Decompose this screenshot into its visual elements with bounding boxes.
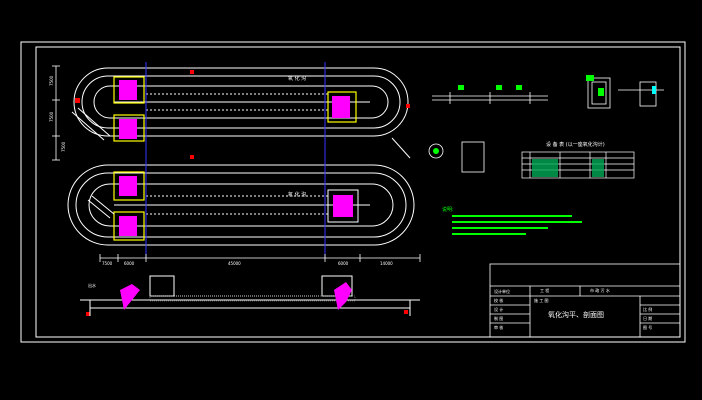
- title-block-row: 审 核: [494, 324, 503, 330]
- outer-frame: [20, 41, 686, 343]
- marker-red: [404, 310, 408, 314]
- vertical-dimension: 7500: [49, 75, 54, 86]
- lower-oxidation-ditch: [67, 164, 415, 246]
- section-hatch: [149, 295, 356, 302]
- aerator-rotor: [119, 80, 137, 100]
- detail-b-highlight: [586, 75, 594, 81]
- title-block-side: 比 例: [643, 306, 652, 312]
- aerator-rotor: [333, 195, 353, 217]
- aerator-rotor: [119, 216, 137, 236]
- upper-ditch-label: 氧 化 沟: [288, 75, 306, 82]
- aerator-frame: [327, 91, 357, 123]
- detail-a-highlight: [458, 85, 464, 90]
- title-block-row: 制 图: [494, 315, 503, 321]
- title-block-row: 设 计: [494, 306, 503, 312]
- aerator-frame: [113, 211, 145, 241]
- marker-red: [190, 70, 194, 74]
- aerator-rotor: [119, 176, 137, 196]
- detail-section-a: [432, 92, 548, 104]
- title-block-project: 市 政 污 水: [590, 287, 610, 293]
- outlet-label: 出水: [88, 282, 96, 288]
- dimension-right-2: 14000: [380, 261, 393, 266]
- detail-section-c: [428, 141, 485, 173]
- vertical-dimension: 7500: [61, 141, 66, 152]
- equipment-table-fill: [532, 159, 558, 177]
- marker-red: [406, 104, 410, 108]
- equipment-table-title: 设 备 表 (以一座氧化沟计): [546, 141, 605, 148]
- detail-a-highlight: [496, 85, 502, 90]
- bottom-dimension-line: [99, 254, 421, 262]
- detail-b-highlight: [598, 88, 604, 96]
- title-block-row: 设计单位: [494, 288, 510, 294]
- dimension-left-2: 6000: [124, 261, 135, 266]
- title-block-side: 日 期: [643, 315, 652, 321]
- aerator-rotor: [119, 119, 137, 139]
- inner-frame: [35, 46, 681, 338]
- title-block-stage: 施 工 图: [534, 297, 549, 303]
- title-block: [489, 263, 681, 338]
- aerator-frame: [327, 189, 359, 223]
- detail-section-b: [587, 77, 664, 109]
- vertical-dimension: 7500: [49, 111, 54, 122]
- detail-b-highlight: [652, 86, 656, 94]
- marker-red: [190, 155, 194, 159]
- marker-red: [86, 312, 90, 316]
- aerator-frame: [113, 171, 145, 201]
- inlet-pipe: [71, 107, 411, 219]
- upper-oxidation-ditch: [73, 67, 409, 137]
- dimension-right-1: 6000: [338, 261, 349, 266]
- section-aerator: [120, 284, 140, 310]
- left-dimension-ruler: [52, 65, 60, 161]
- title-block-row: 校 核: [494, 297, 503, 303]
- dimension-left-1: 7500: [102, 261, 113, 266]
- aerator-frame: [113, 114, 145, 142]
- title-block-name: 工 程: [540, 287, 549, 293]
- detail-a-highlight: [516, 85, 522, 90]
- equipment-table-fill: [592, 159, 604, 177]
- notes-heading: 说明:: [442, 206, 454, 213]
- marker-red: [75, 98, 80, 103]
- drawing-title: 氧化沟平、剖面图: [548, 310, 604, 319]
- detail-c-highlight: [433, 148, 439, 154]
- lower-ditch-label: 氧 化 沟: [288, 191, 306, 198]
- aerator-frame: [113, 76, 145, 104]
- title-block-side: 图 号: [643, 324, 652, 330]
- notes-body: [452, 215, 582, 235]
- aerator-rotor: [332, 96, 350, 118]
- section-aerator: [334, 282, 352, 310]
- dimension-middle: 45000: [228, 261, 241, 266]
